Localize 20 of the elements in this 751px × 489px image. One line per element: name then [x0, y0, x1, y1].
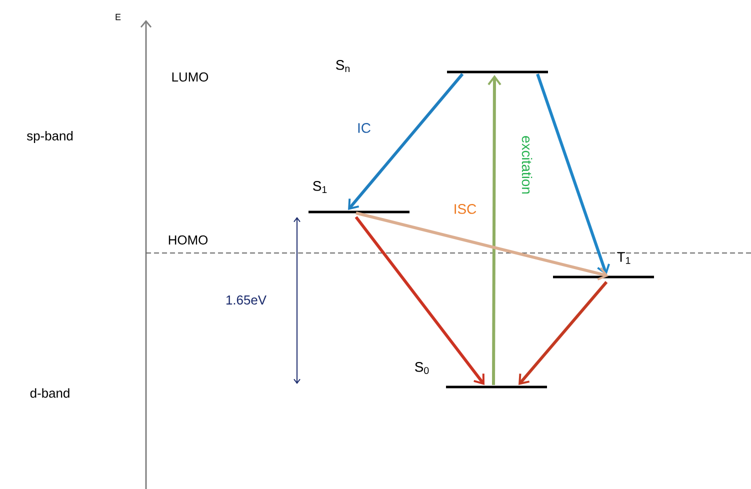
dimension-label: 1.65eV	[226, 295, 266, 305]
edge-label: ISC	[454, 204, 476, 214]
edge-label: IC	[358, 123, 370, 133]
energy-level	[447, 70, 548, 74]
arrow	[348, 73, 464, 210]
level-label: LUMO	[172, 72, 208, 82]
state-label: S$_{0}$	[415, 362, 429, 374]
arrow	[354, 216, 484, 385]
arrow	[356, 212, 608, 280]
state-label: S$_{n}$	[336, 60, 350, 72]
arrow	[536, 74, 610, 275]
state-label: S$_{1}$	[313, 181, 327, 193]
state-label: T$_{1}$	[617, 252, 630, 264]
level-label: HOMO	[168, 235, 208, 245]
axis-label: E	[116, 14, 121, 20]
band-label: sp-band	[26, 130, 73, 144]
edge-label: excitation	[522, 136, 532, 194]
arrow	[518, 281, 608, 385]
arrow	[488, 75, 502, 385]
band-label: d-band	[30, 388, 70, 398]
